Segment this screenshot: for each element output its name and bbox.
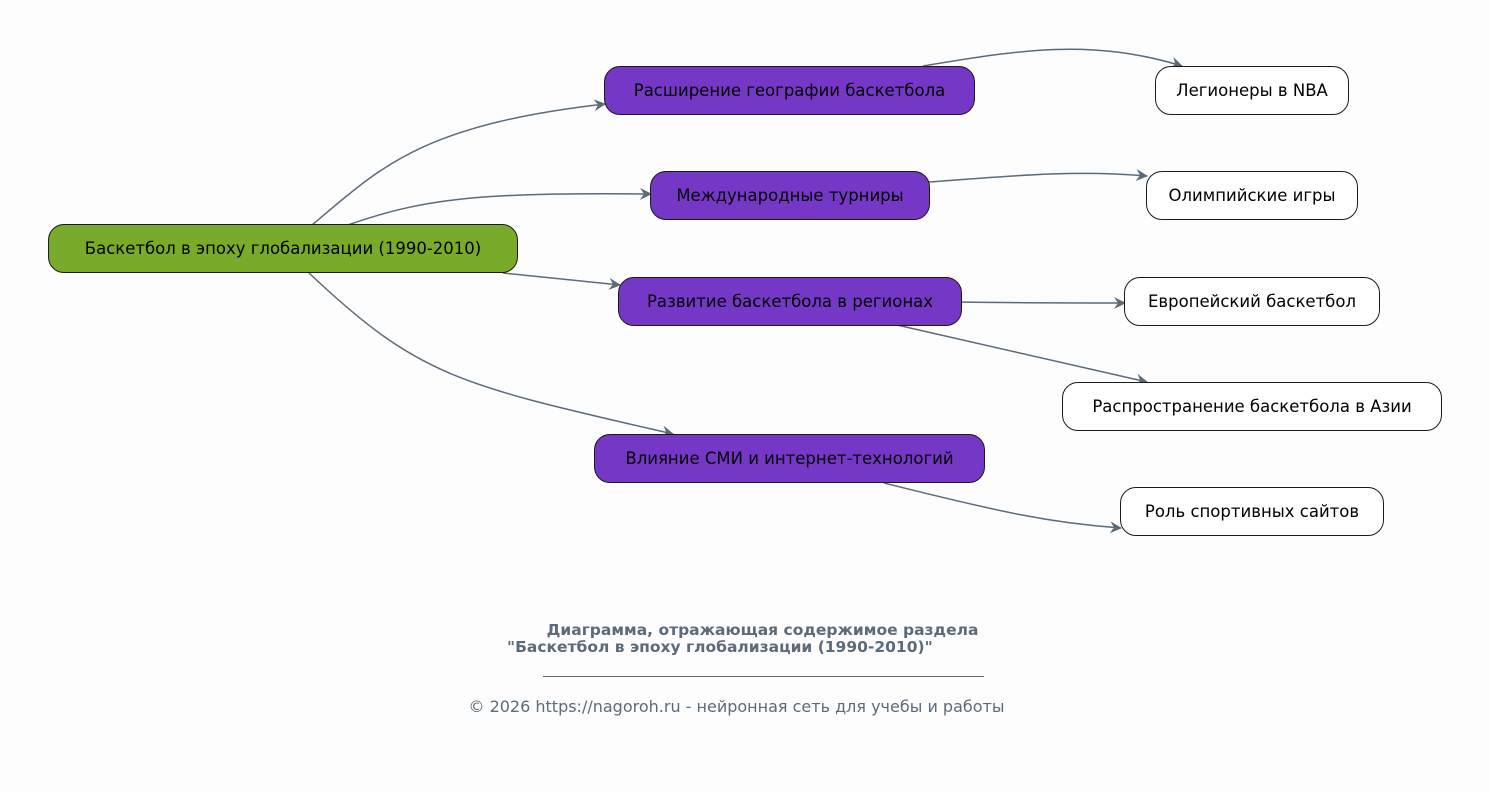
- topic-node-regions[interactable]: Развитие баскетбола в регионах: [618, 277, 962, 326]
- edge-t3-s4: [896, 324, 1148, 386]
- topic-label: Влияние СМИ и интернет-технологий: [625, 449, 954, 468]
- subtopic-node-sports-websites[interactable]: Роль спортивных сайтов: [1120, 487, 1384, 536]
- edge-t2-s2: [928, 169, 1148, 183]
- topic-label: Расширение географии баскетбола: [633, 81, 946, 100]
- subtopic-node-asia-basketball[interactable]: Распространение баскетбола в Азии: [1062, 382, 1442, 431]
- root-node-label: Баскетбол в эпоху глобализации (1990-201…: [84, 239, 482, 258]
- subtopic-node-olympics[interactable]: Олимпийские игры: [1146, 171, 1358, 220]
- edge-t4-s5: [883, 482, 1122, 534]
- subtopic-label: Европейский баскетбол: [1147, 292, 1356, 311]
- subtopic-label: Легионеры в NBA: [1176, 81, 1328, 100]
- subtopic-label: Олимпийские игры: [1168, 186, 1336, 205]
- subtopic-node-european-basketball[interactable]: Европейский баскетбол: [1124, 277, 1380, 326]
- subtopic-label: Роль спортивных сайтов: [1144, 502, 1360, 521]
- root-node[interactable]: Баскетбол в эпоху глобализации (1990-201…: [48, 224, 518, 273]
- topic-label: Развитие баскетбола в регионах: [646, 292, 934, 311]
- footer-copyright: © 2026 https://nagoroh.ru - нейронная се…: [468, 697, 1005, 716]
- topic-node-geography[interactable]: Расширение географии баскетбола: [604, 66, 975, 115]
- topic-node-media[interactable]: Влияние СМИ и интернет-технологий: [594, 434, 985, 483]
- edge-t3-s3: [960, 296, 1126, 309]
- topic-node-tournaments[interactable]: Международные турниры: [650, 171, 930, 220]
- subtopic-node-nba-legionnaires[interactable]: Легионеры в NBA: [1155, 66, 1349, 115]
- edge-root-t4: [308, 272, 674, 438]
- subtopic-label: Распространение баскетбола в Азии: [1092, 397, 1412, 416]
- edge-root-t3: [502, 272, 621, 290]
- topic-label: Международные турниры: [676, 186, 904, 205]
- caption-divider: [543, 676, 984, 677]
- caption-title-line2: "Баскетбол в эпоху глобализации (1990-20…: [507, 638, 933, 656]
- edge-root-t2: [347, 187, 652, 226]
- edge-t1-s1: [922, 48, 1183, 69]
- caption-title-line1: Диаграмма, отражающая содержимое раздела: [546, 621, 979, 639]
- edge-root-t1: [311, 99, 606, 226]
